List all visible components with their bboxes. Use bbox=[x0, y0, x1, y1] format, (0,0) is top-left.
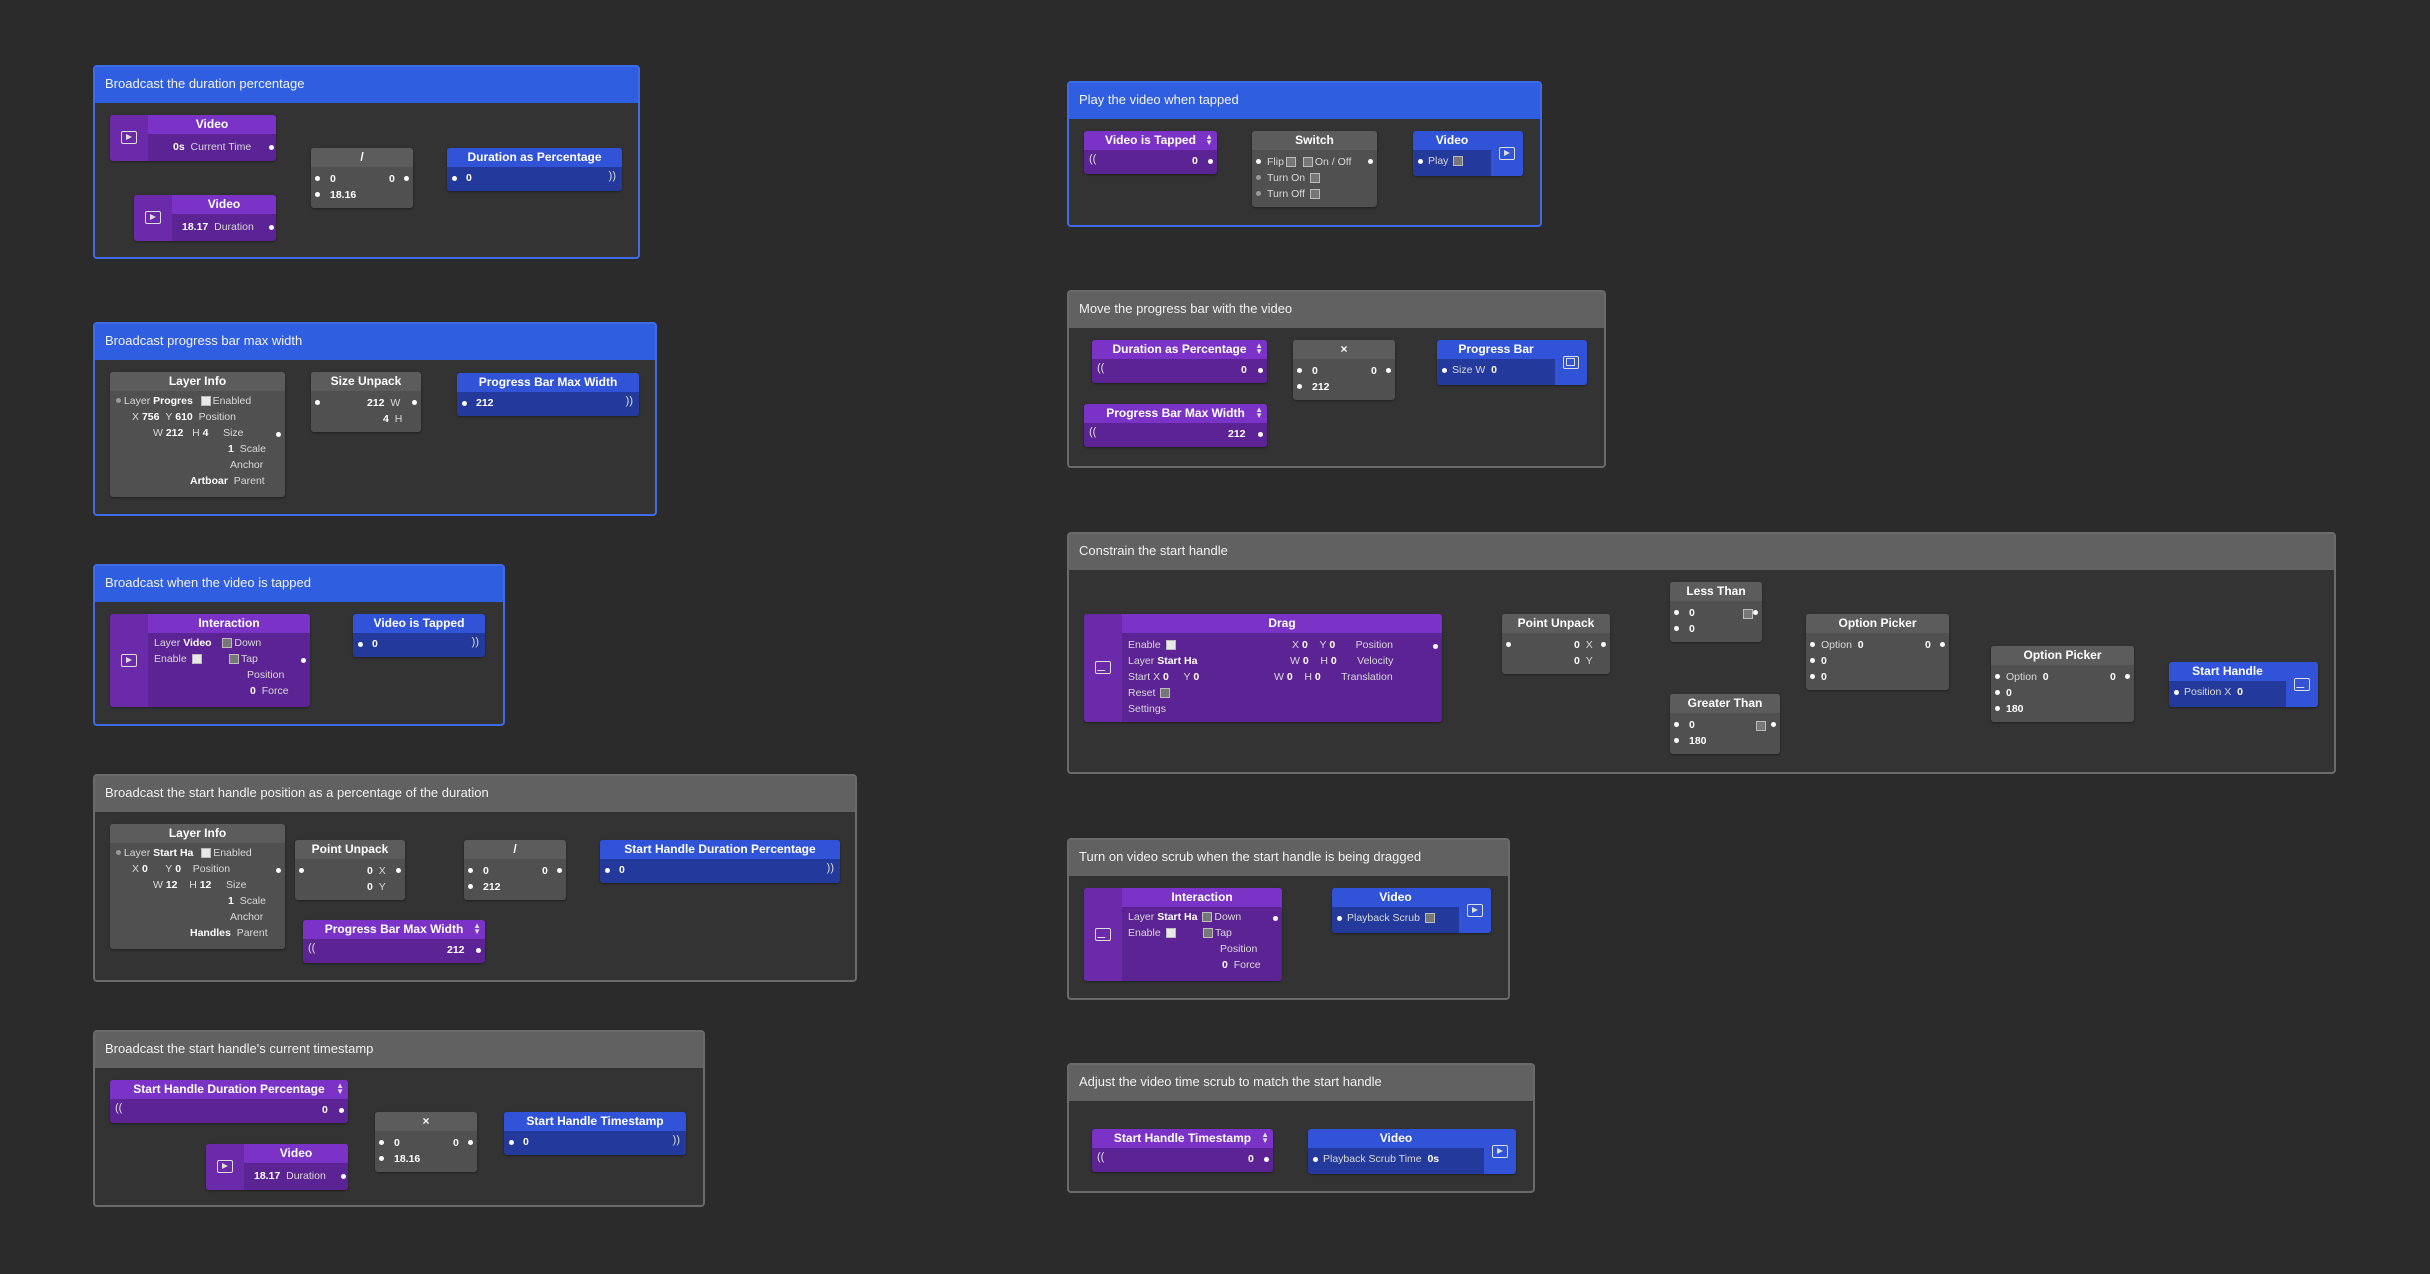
interaction-node[interactable]: Interaction Layer Video Down Enable Tap … bbox=[110, 614, 310, 707]
video-icon bbox=[1467, 903, 1483, 917]
play-checkbox[interactable] bbox=[1453, 156, 1464, 167]
broadcast-icon: )) bbox=[625, 395, 633, 407]
output-port[interactable] bbox=[269, 225, 274, 230]
down-checkbox[interactable] bbox=[1202, 912, 1213, 923]
chevron-updown-icon: ▲▼ bbox=[1205, 132, 1213, 147]
layer-info-node[interactable]: Layer Info Layer Progres Enabled X 756 Y… bbox=[110, 372, 285, 497]
on-off-checkbox[interactable] bbox=[1302, 157, 1313, 168]
enable-checkbox[interactable] bbox=[191, 654, 202, 665]
layer-info-node[interactable]: Layer Info Layer Start Ha Enabled X 0 Y … bbox=[110, 824, 285, 949]
multiply-node[interactable]: × 0 0 18.16 bbox=[375, 1112, 477, 1172]
progress-bar-max-width-broadcaster[interactable]: Progress Bar Max Width 212 )) bbox=[457, 373, 639, 416]
progress-bar-max-width-receiver[interactable]: Progress Bar Max Width ▲▼ (( 212 bbox=[303, 920, 485, 963]
video-layer-node[interactable]: Video Playback Scrub bbox=[1332, 888, 1491, 933]
start-handle-timestamp-receiver[interactable]: Start Handle Timestamp ▲▼ (( 0 bbox=[1092, 1129, 1273, 1172]
start-handle-layer-node[interactable]: Start Handle Position X 0 bbox=[2169, 662, 2318, 707]
size-unpack-node[interactable]: Size Unpack 212 W 4 H bbox=[311, 372, 421, 432]
down-checkbox[interactable] bbox=[222, 638, 233, 649]
video-tapped-broadcaster[interactable]: Video is Tapped 0 )) bbox=[353, 614, 485, 657]
greater-than-node[interactable]: Greater Than 0 180 bbox=[1670, 694, 1780, 754]
video-icon bbox=[121, 653, 137, 667]
start-handle-duration-percentage-broadcaster[interactable]: Start Handle Duration Percentage 0 )) bbox=[600, 840, 840, 883]
broadcast-icon: )) bbox=[471, 636, 479, 648]
enable-checkbox[interactable] bbox=[1165, 640, 1176, 651]
broadcast-icon: )) bbox=[608, 170, 616, 182]
video-node[interactable]: Video 18.17 Duration bbox=[134, 195, 276, 241]
receive-icon: (( bbox=[1089, 153, 1097, 165]
receive-icon: (( bbox=[1097, 362, 1105, 374]
progress-bar-layer-node[interactable]: Progress Bar Size W 0 bbox=[1437, 340, 1587, 385]
option-picker-node[interactable]: Option Picker Option 0 0 0 180 bbox=[1991, 646, 2134, 722]
video-icon bbox=[1492, 1144, 1508, 1158]
enabled-checkbox[interactable] bbox=[200, 396, 211, 407]
progress-bar-max-width-receiver[interactable]: Progress Bar Max Width ▲▼ (( 212 bbox=[1084, 404, 1267, 447]
output-port[interactable] bbox=[269, 145, 274, 150]
video-icon bbox=[217, 1160, 233, 1173]
image-layer-icon bbox=[1095, 927, 1111, 941]
video-icon bbox=[121, 131, 137, 144]
chevron-updown-icon: ▲▼ bbox=[1255, 405, 1263, 420]
reset-checkbox[interactable] bbox=[1160, 688, 1171, 699]
broadcast-icon: )) bbox=[672, 1134, 680, 1146]
video-node[interactable]: Video 0s Current Time bbox=[110, 115, 276, 161]
video-icon bbox=[1499, 146, 1515, 160]
tap-checkbox[interactable] bbox=[228, 654, 239, 665]
enabled-checkbox[interactable] bbox=[201, 848, 212, 859]
output-indicator bbox=[1756, 721, 1766, 731]
output-indicator bbox=[1743, 609, 1753, 619]
drag-node[interactable]: Drag Enable Layer Start Ha Start X 0 Y 0… bbox=[1084, 614, 1442, 722]
option-picker-node[interactable]: Option Picker Option 0 0 0 0 bbox=[1806, 614, 1949, 690]
divide-node[interactable]: / 0 0 18.16 bbox=[311, 148, 413, 208]
receive-icon: (( bbox=[308, 942, 316, 954]
video-tapped-receiver[interactable]: Video is Tapped ▲▼ (( 0 bbox=[1084, 131, 1217, 174]
video-node[interactable]: Video 18.17 Duration bbox=[206, 1144, 348, 1190]
point-unpack-node[interactable]: Point Unpack 0 X 0 Y bbox=[295, 840, 405, 900]
multiply-node[interactable]: × 0 0 212 bbox=[1293, 340, 1395, 400]
interaction-node[interactable]: Interaction Layer Start Ha Down Enable T… bbox=[1084, 888, 1282, 981]
divide-node[interactable]: / 0 0 212 bbox=[464, 840, 566, 900]
turn-off-checkbox[interactable] bbox=[1309, 189, 1320, 200]
start-handle-timestamp-broadcaster[interactable]: Start Handle Timestamp 0 )) bbox=[504, 1112, 686, 1155]
playback-scrub-checkbox[interactable] bbox=[1424, 913, 1435, 924]
broadcast-icon: )) bbox=[826, 862, 834, 874]
point-unpack-node[interactable]: Point Unpack 0 X 0 Y bbox=[1502, 614, 1610, 674]
enable-checkbox[interactable] bbox=[1165, 928, 1176, 939]
receive-icon: (( bbox=[1089, 426, 1097, 438]
receive-icon: (( bbox=[115, 1102, 123, 1114]
start-handle-duration-percentage-receiver[interactable]: Start Handle Duration Percentage ▲▼ (( 0 bbox=[110, 1080, 348, 1123]
video-layer-node[interactable]: Video Playback Scrub Time 0s bbox=[1308, 1129, 1516, 1174]
less-than-node[interactable]: Less Than 0 0 bbox=[1670, 582, 1762, 642]
chevron-updown-icon: ▲▼ bbox=[336, 1081, 344, 1096]
flip-checkbox[interactable] bbox=[1285, 157, 1296, 168]
switch-node[interactable]: Switch Flip On / Off Turn On Turn Off bbox=[1252, 131, 1377, 207]
image-layer-icon bbox=[1095, 661, 1111, 674]
layer-icon bbox=[1563, 355, 1579, 369]
chevron-updown-icon: ▲▼ bbox=[1261, 1130, 1269, 1145]
chevron-updown-icon: ▲▼ bbox=[473, 921, 481, 936]
chevron-updown-icon: ▲▼ bbox=[1255, 341, 1263, 356]
video-icon bbox=[145, 211, 161, 224]
group-title: Broadcast the duration percentage bbox=[95, 67, 638, 103]
turn-on-checkbox[interactable] bbox=[1310, 173, 1321, 184]
video-layer-node[interactable]: Video Play bbox=[1413, 131, 1523, 176]
duration-percentage-broadcaster[interactable]: Duration as Percentage 0 )) bbox=[447, 148, 622, 191]
receive-icon: (( bbox=[1097, 1151, 1105, 1163]
image-layer-icon bbox=[2294, 677, 2310, 691]
tap-checkbox[interactable] bbox=[1202, 928, 1213, 939]
duration-percentage-receiver[interactable]: Duration as Percentage ▲▼ (( 0 bbox=[1092, 340, 1267, 383]
